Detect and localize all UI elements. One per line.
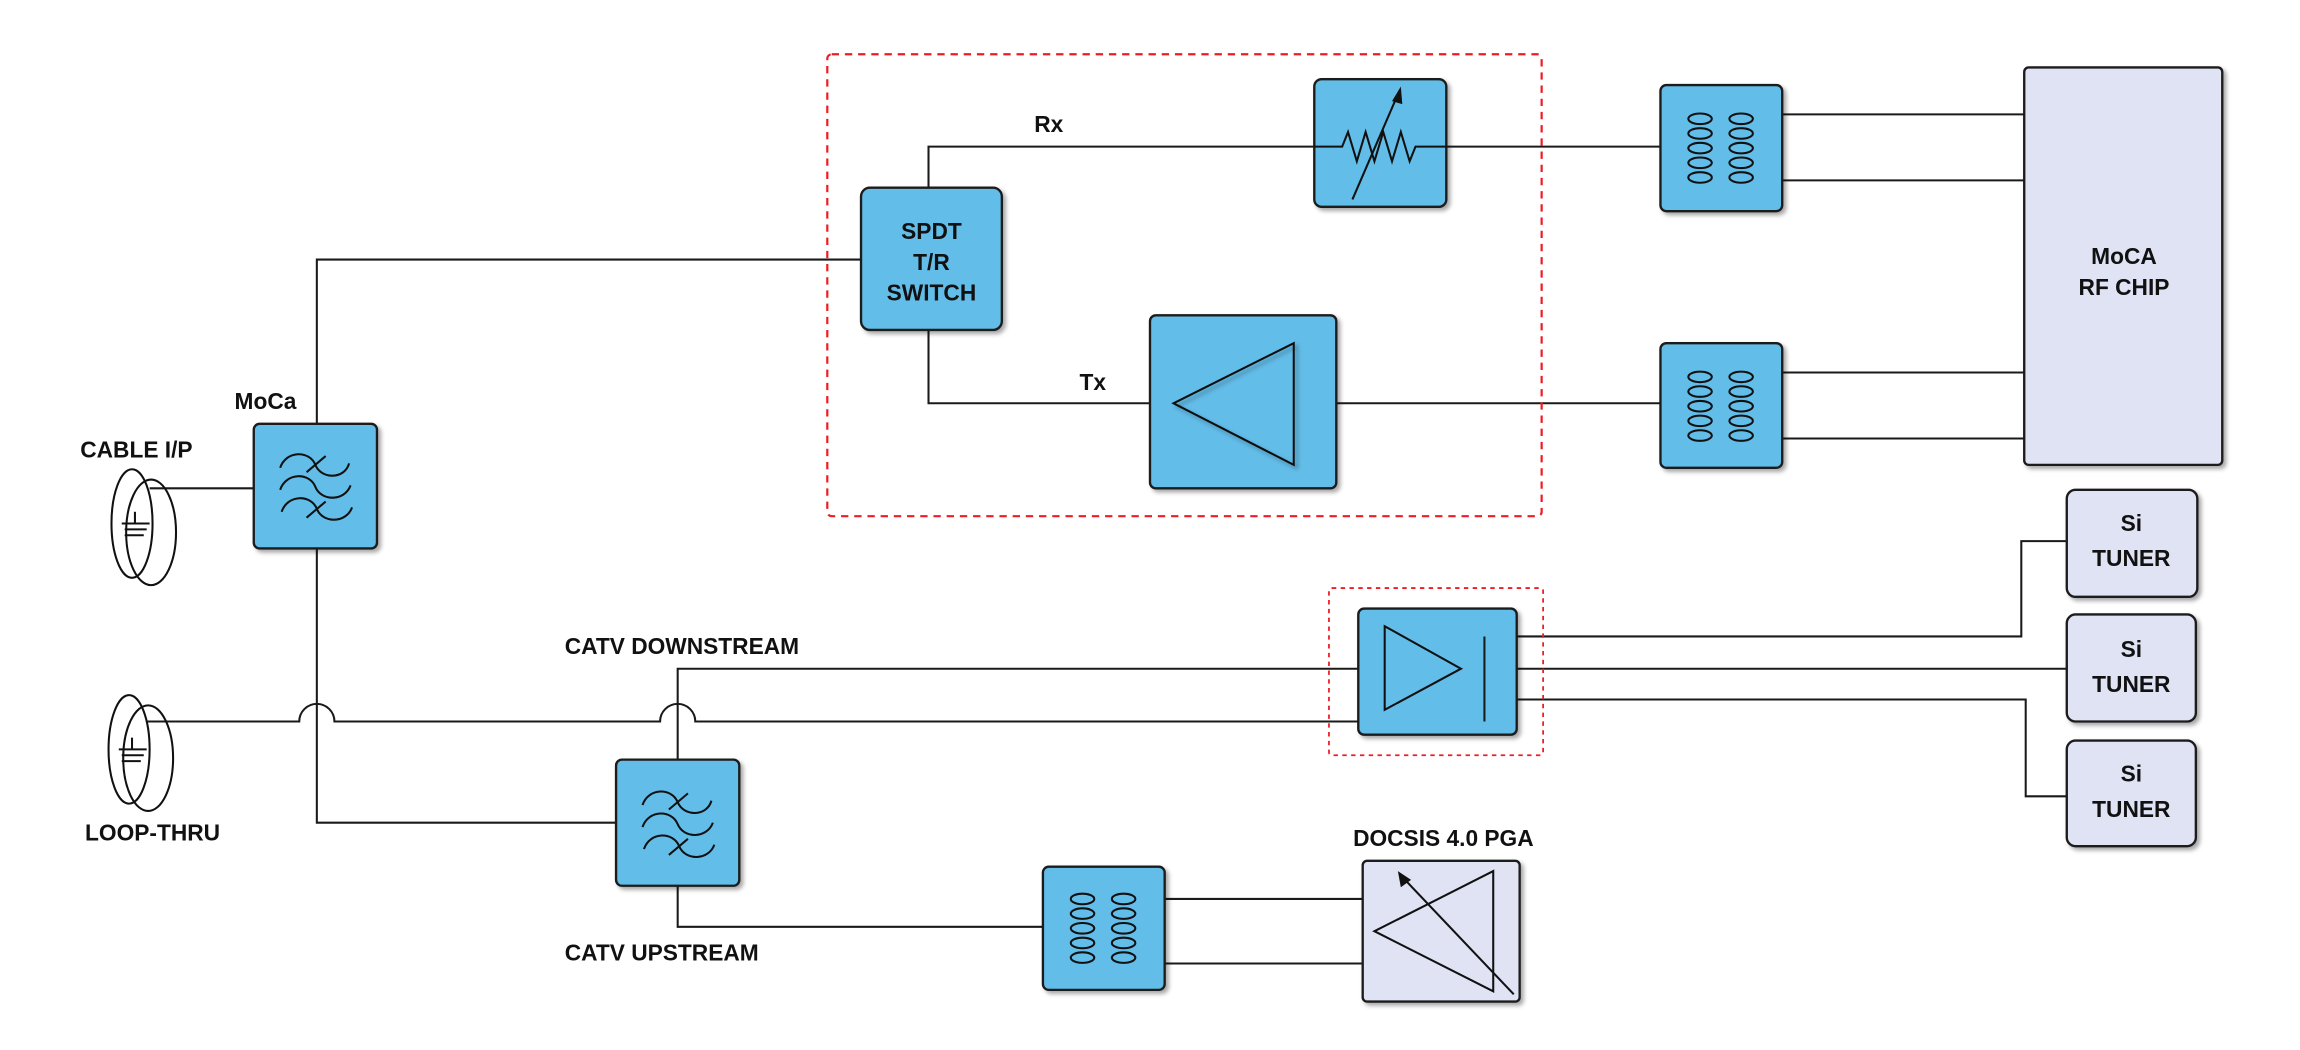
tuner-line2: TUNER [2092,796,2170,822]
tx-amplifier [1148,314,1338,490]
splitter-amplifier [1357,607,1518,736]
si-tuner-3: Si TUNER [2065,739,2198,848]
splitter-highlight [1328,587,1544,757]
amplifier-triangle-icon [1372,869,1495,994]
amplifier-triangle-icon [1383,624,1464,712]
docsis-pga [1361,859,1521,1003]
tuner-line1: Si [2121,636,2142,662]
tuner-line1: Si [2121,761,2142,787]
cable-input-connector-icon [110,468,178,587]
variable-arrow-icon [1351,90,1401,200]
tx-label: Tx [1080,369,1107,395]
spdt-line2: T/R [913,249,950,275]
balun-transformer-rx [1659,83,1784,213]
cable-ip-label: CABLE I/P [80,437,192,463]
loop-thru-connector-icon [107,694,175,812]
rx-label: Rx [1034,111,1063,137]
wires [146,113,2067,965]
si-tuner-1: Si TUNER [2065,488,2199,599]
docsis-pga-label: DOCSIS 4.0 PGA [1353,825,1534,851]
variable-arrow-icon [1401,876,1515,995]
spdt-line3: SWITCH [887,280,977,306]
variable-attenuator [1313,78,1448,208]
balun-transformer-upstream [1041,865,1166,992]
moca-rf-chip: MoCA RF CHIP [2023,66,2224,467]
catv-upstream-label: CATV UPSTREAM [565,940,759,966]
si-tuner-2: Si TUNER [2065,613,2198,723]
moca-filter-label: MoCa [235,388,297,414]
resistor-icon [1314,128,1447,165]
tuner-line2: TUNER [2092,545,2170,571]
chip-line1: MoCA [2091,243,2157,269]
moca-frontend-highlight [826,53,1543,518]
loop-thru-label: LOOP-THRU [85,819,220,845]
tuner-line2: TUNER [2092,671,2170,697]
catv-downstream-label: CATV DOWNSTREAM [565,633,799,659]
spdt-line1: SPDT [901,218,962,244]
tuner-line1: Si [2121,510,2142,536]
spdt-tr-switch: SPDT T/R SWITCH [859,186,1004,332]
catv-diplex-filter [614,758,741,887]
chip-line2: RF CHIP [2079,274,2170,300]
balun-transformer-tx [1659,341,1784,469]
amplifier-triangle-icon [1171,341,1295,467]
moca-diplex-filter [252,422,379,550]
